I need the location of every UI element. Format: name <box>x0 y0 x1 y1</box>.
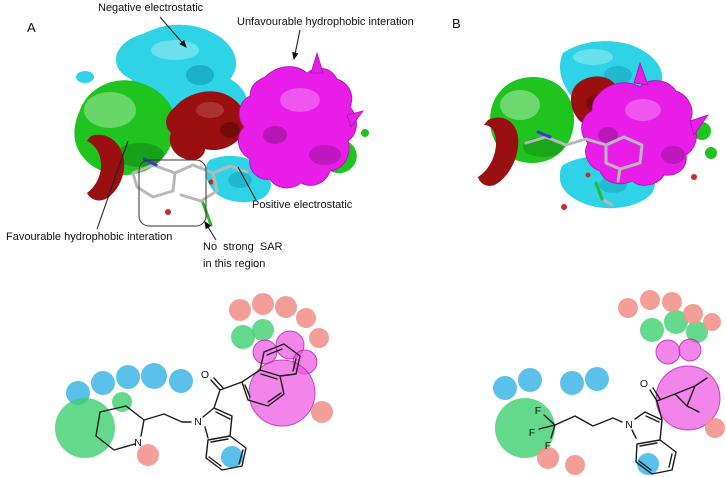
unfavourable-hydrophobic-points-a <box>248 330 318 427</box>
unfavourable-hydrophobic-region-b <box>581 61 710 186</box>
atom-n-b: N <box>625 419 633 431</box>
atom-f3-b: F <box>545 440 551 452</box>
unfavourable-hydrophobic-points-b <box>655 338 721 431</box>
favourable-hydrophobic-label: Favourable hydrophobic interation <box>6 231 173 243</box>
atom-n-ring-a: N <box>134 437 142 449</box>
atom-f1-b: F <box>535 405 541 417</box>
structure-b-2d: F F F N O <box>493 290 725 475</box>
atom-n-indole-a: N <box>194 416 202 428</box>
panel-b-3d-map <box>478 41 717 210</box>
molecule-b: F F F N O <box>529 377 708 475</box>
panel-a-label: A <box>27 20 36 35</box>
positive-electrostatic-points-a <box>137 293 333 466</box>
no-strong-sar-label-line2: in this region <box>203 258 266 270</box>
negative-electrostatic-points-b <box>493 367 659 475</box>
negative-electrostatic-label: Negative electrostatic <box>98 2 204 14</box>
unfavourable-hydrophobic-label: Unfavourable hydrophobic interation <box>237 16 414 28</box>
positive-electrostatic-points-b <box>537 290 725 475</box>
panel-b-label: B <box>452 16 461 31</box>
ligand-sticks-b <box>524 130 644 207</box>
atom-f2-b: F <box>529 427 535 439</box>
unfavourable-hydrophobic-region-a <box>237 51 364 189</box>
atom-o-b: O <box>640 378 648 390</box>
no-strong-sar-label-line1: No strong SAR <box>203 241 283 253</box>
structure-a-2d: N N O <box>55 293 333 471</box>
molecule-a: N N O <box>95 343 301 471</box>
favourable-hydrophobic-points-b <box>495 310 708 458</box>
positive-electrostatic-label: Positive electrostatic <box>252 199 353 211</box>
atom-o-a: O <box>201 369 209 381</box>
